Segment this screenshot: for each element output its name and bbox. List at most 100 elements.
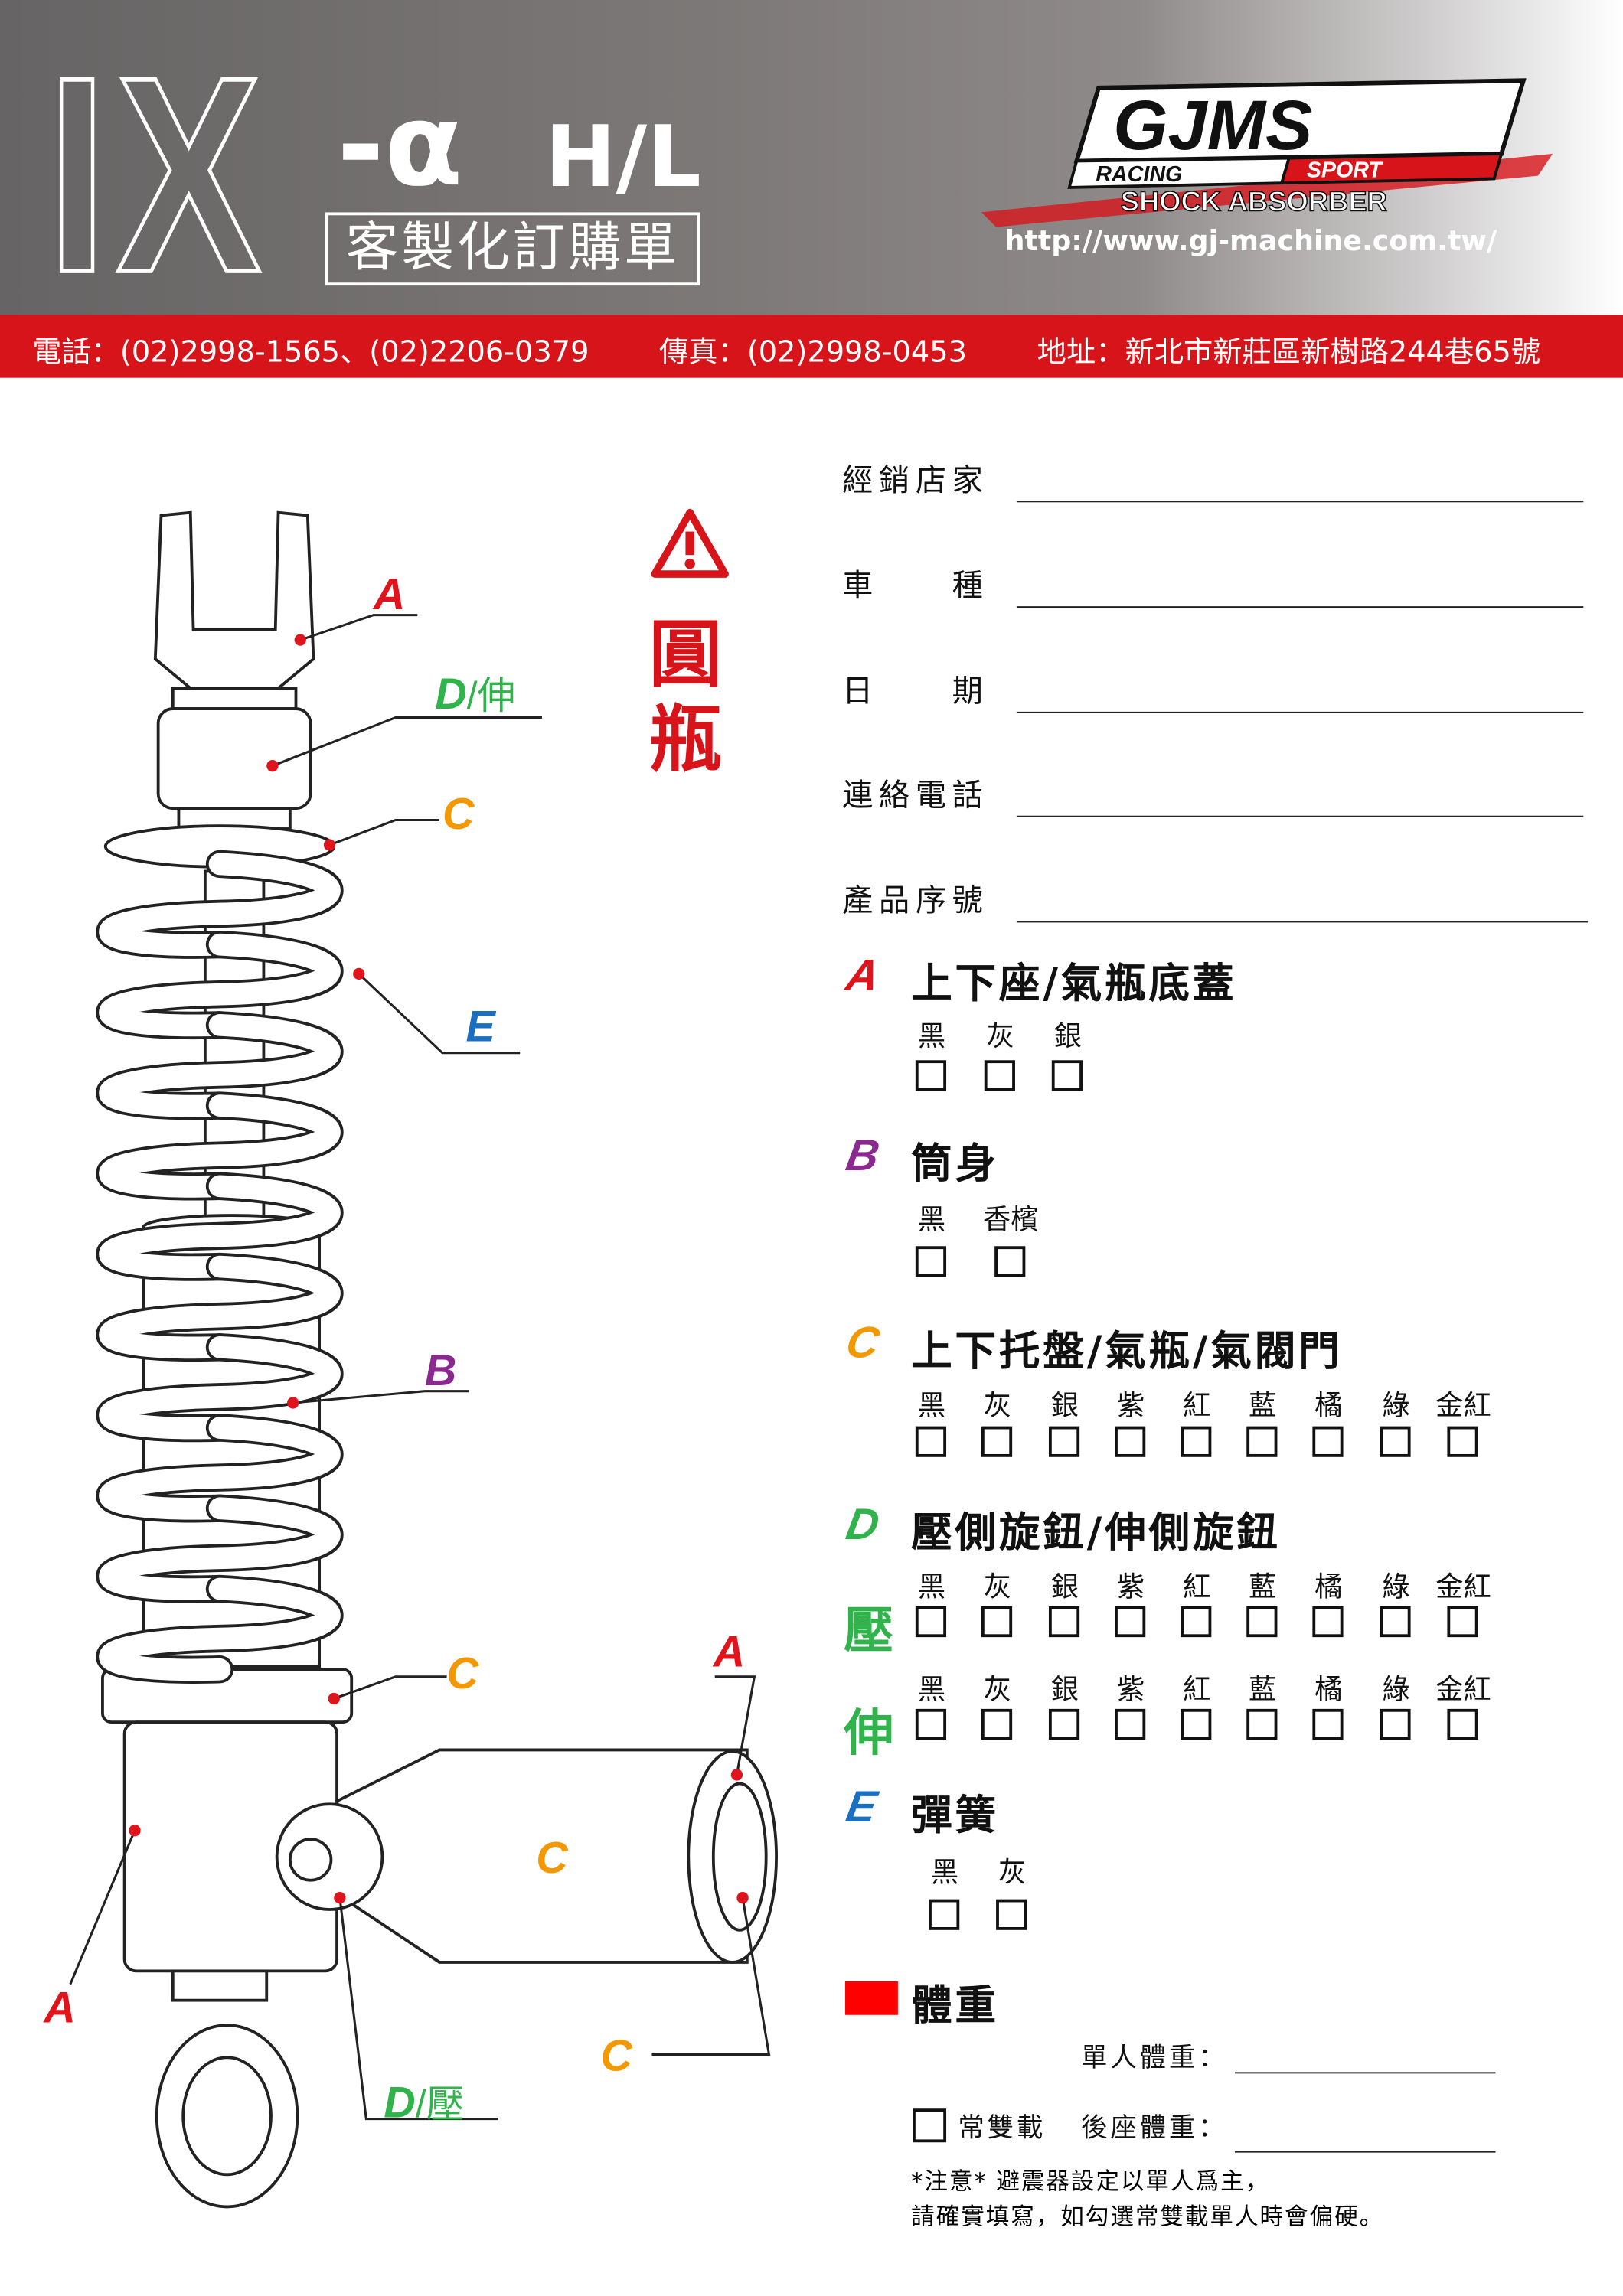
checkbox-d-0[interactable] — [915, 1606, 947, 1638]
option-label: 綠 — [1382, 1571, 1410, 1604]
checkbox-d-6[interactable] — [1312, 1606, 1344, 1638]
contact-bar: 電話：(02)2998-1565、(02)2206-0379 傳真：(02)29… — [0, 315, 1623, 378]
checkbox-d-8[interactable] — [1447, 1606, 1478, 1638]
spring-coil — [99, 853, 341, 956]
option-label: 紫 — [1116, 1673, 1145, 1707]
field-label: 車 種 — [842, 568, 989, 604]
checkbox-d-4[interactable] — [1181, 1708, 1212, 1740]
checkbox-e-1[interactable] — [996, 1899, 1027, 1930]
section-title-d: 壓側旋鈕/伸側旋鈕 — [911, 1508, 1281, 1557]
model-name: IX — [45, 20, 271, 331]
checkbox-d-3[interactable] — [1115, 1708, 1146, 1740]
section-title-c: 上下托盤/氣瓶/氣閥門 — [911, 1326, 1343, 1375]
label-compression-cn: /壓 — [415, 2082, 465, 2127]
option-label: 黑 — [930, 1857, 959, 1890]
option-label: 藍 — [1249, 1673, 1277, 1707]
option-label: 灰 — [983, 1389, 1012, 1422]
label-b: B — [424, 1347, 457, 1396]
label-d-letter: D — [384, 2079, 416, 2128]
compression-row-label: 壓 — [844, 1602, 894, 1661]
form-subtitle: 客製化訂購單 — [325, 212, 700, 286]
checkbox-b-0[interactable] — [915, 1246, 947, 1277]
spring-coil — [99, 1336, 341, 1440]
checkbox-d-4[interactable] — [1181, 1606, 1212, 1638]
checkbox-a-2[interactable] — [1051, 1060, 1083, 1091]
gjms-logo: GJMS RACING SPORT SHOCK ABSORBER — [981, 78, 1553, 227]
spring-coil — [99, 1417, 341, 1520]
field-input-0[interactable] — [1016, 465, 1584, 503]
field-input-1[interactable] — [1016, 571, 1584, 608]
checkbox-c-2[interactable] — [1048, 1426, 1080, 1457]
option-label: 橘 — [1314, 1389, 1343, 1422]
section-title-a: 上下座/氣瓶底蓋 — [911, 959, 1237, 1008]
option-label: 黑 — [917, 1571, 946, 1604]
option-label: 銀 — [1050, 1389, 1079, 1422]
field-label: 產品序號 — [842, 882, 989, 918]
spring-coil — [99, 1497, 341, 1600]
header-banner: IX -α H/L 客製化訂購單 GJMS RACING SPORT SHOCK… — [0, 0, 1623, 331]
checkbox-a-0[interactable] — [915, 1060, 947, 1091]
checkbox-c-6[interactable] — [1312, 1426, 1344, 1457]
checkbox-d-8[interactable] — [1447, 1708, 1478, 1740]
option-label: 紅 — [1183, 1673, 1211, 1707]
option-label: 灰 — [983, 1673, 1012, 1707]
label-c-reservoir: C — [536, 1835, 568, 1883]
website-url[interactable]: http://www.gj-machine.com.tw/ — [1004, 225, 1497, 258]
checkbox-d-0[interactable] — [915, 1708, 947, 1740]
svg-text:RACING: RACING — [1096, 162, 1182, 187]
option-label: 紅 — [1183, 1571, 1211, 1604]
option-label: 藍 — [1249, 1571, 1277, 1604]
checkbox-d-7[interactable] — [1380, 1708, 1411, 1740]
checkbox-c-3[interactable] — [1115, 1426, 1146, 1457]
checkbox-c-4[interactable] — [1181, 1426, 1212, 1457]
checkbox-c-5[interactable] — [1246, 1426, 1278, 1457]
option-label: 綠 — [1382, 1389, 1410, 1422]
spring-coil — [99, 1255, 341, 1359]
fax-text: 傳真：(02)2998-0453 — [659, 334, 967, 370]
phone-text: 電話：(02)2998-1565、(02)2206-0379 — [32, 334, 589, 370]
checkbox-c-8[interactable] — [1447, 1426, 1478, 1457]
checkbox-a-1[interactable] — [984, 1060, 1015, 1091]
option-label: 黑 — [917, 1203, 946, 1236]
checkbox-b-1[interactable] — [994, 1246, 1026, 1277]
checkbox-d-2[interactable] — [1048, 1606, 1080, 1638]
option-label: 黑 — [917, 1020, 946, 1053]
option-label: 藍 — [1249, 1389, 1277, 1422]
dual-riding-checkbox[interactable] — [913, 2108, 947, 2143]
checkbox-d-3[interactable] — [1115, 1606, 1146, 1638]
single-weight-label: 單人體重： — [1081, 2043, 1228, 2074]
weight-title: 體重 — [911, 1981, 999, 2030]
rear-weight-input[interactable] — [1234, 2151, 1496, 2153]
checkbox-c-1[interactable] — [981, 1426, 1013, 1457]
option-label: 灰 — [998, 1857, 1027, 1890]
label-a-left: A — [44, 1984, 76, 2033]
option-label: 銀 — [1050, 1571, 1079, 1604]
checkbox-d-5[interactable] — [1246, 1606, 1278, 1638]
label-e: E — [465, 1003, 495, 1052]
field-input-4[interactable] — [1016, 886, 1589, 923]
spring-coil — [99, 1175, 341, 1278]
option-label: 紫 — [1116, 1389, 1145, 1422]
field-input-3[interactable] — [1016, 781, 1584, 817]
single-weight-input[interactable] — [1234, 2072, 1496, 2074]
option-label: 金紅 — [1435, 1389, 1491, 1422]
checkbox-d-1[interactable] — [981, 1606, 1013, 1638]
option-label: 灰 — [983, 1571, 1012, 1604]
checkbox-d-2[interactable] — [1048, 1708, 1080, 1740]
label-c-cap: C — [600, 2032, 632, 2081]
rear-weight-label: 後座體重： — [1081, 2112, 1228, 2144]
spring-coil — [99, 1577, 341, 1681]
field-input-2[interactable] — [1016, 677, 1584, 713]
checkbox-c-7[interactable] — [1380, 1426, 1411, 1457]
checkbox-c-0[interactable] — [915, 1426, 947, 1457]
option-label: 黑 — [917, 1673, 946, 1707]
weight-marker — [845, 1981, 898, 2015]
checkbox-d-5[interactable] — [1246, 1708, 1278, 1740]
checkbox-d-1[interactable] — [981, 1708, 1013, 1740]
checkbox-d-6[interactable] — [1312, 1708, 1344, 1740]
checkbox-e-0[interactable] — [929, 1899, 960, 1930]
option-label: 灰 — [986, 1020, 1015, 1053]
checkbox-d-7[interactable] — [1380, 1606, 1411, 1638]
